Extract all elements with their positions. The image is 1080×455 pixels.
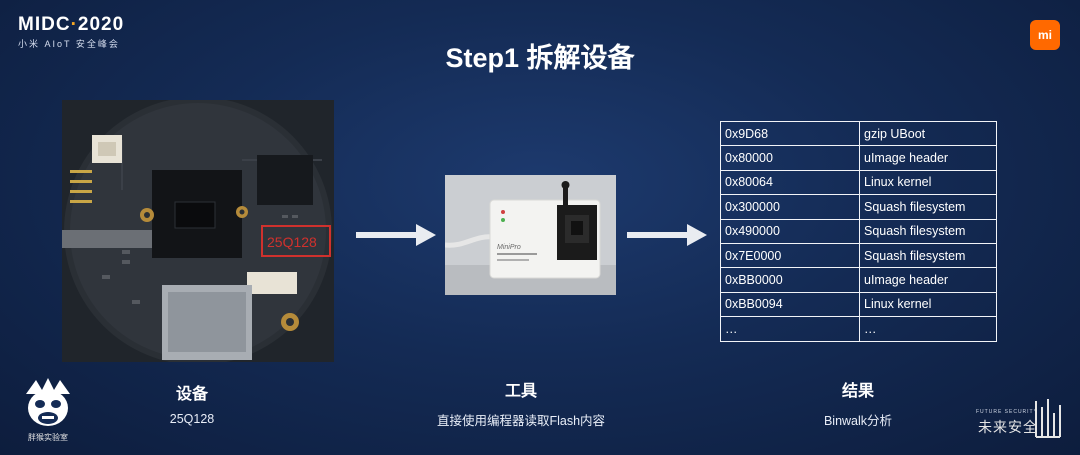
- description-cell: gzip UBoot: [859, 120, 997, 147]
- description-cell: Linux kernel: [859, 291, 997, 318]
- offset-cell: 0xBB0094: [720, 291, 860, 318]
- device-section-label: 设备: [175, 386, 208, 403]
- description-cell: Squash filesystem: [859, 242, 997, 269]
- monkey-face-icon: [26, 378, 70, 426]
- tool-caption: 直接使用编程器读取Flash内容: [436, 414, 606, 428]
- description-cell: Squash filesystem: [859, 194, 997, 220]
- programmer-photo: MiniPro: [445, 175, 616, 295]
- flash-chip-highlight: [261, 225, 331, 257]
- programmer-illustration: MiniPro: [445, 175, 616, 295]
- event-title-prefix: MIDC: [18, 14, 71, 35]
- device-photo: 25Q128: [62, 100, 334, 362]
- event-subtitle: 小米 AIoT 安全峰会: [18, 39, 120, 49]
- device-caption: 25Q128: [169, 412, 215, 426]
- event-logo: MIDC·2020 小米 AIoT 安全峰会: [18, 14, 138, 50]
- result-caption: Binwalk分析: [823, 414, 893, 428]
- slide-title: Step1 拆解设备: [445, 43, 635, 73]
- description-cell: Squash filesystem: [859, 218, 997, 244]
- lab-text: 未来安全: [978, 419, 1038, 435]
- description-cell: uImage header: [859, 145, 997, 171]
- offset-cell: 0x490000: [720, 218, 860, 244]
- offset-cell: 0x7E0000: [720, 242, 860, 269]
- flash-chip-label: 25Q128: [267, 234, 317, 250]
- description-cell: …: [859, 316, 997, 342]
- offset-cell: 0x80064: [720, 169, 860, 196]
- programmer-model-text: MiniPro: [497, 244, 521, 251]
- offset-cell: 0x300000: [720, 194, 860, 220]
- event-title: MIDC·2020: [18, 14, 124, 36]
- event-title-dot: ·: [70, 14, 78, 35]
- mascot-text: 胖猴实验室: [28, 433, 68, 442]
- mascot-logo: 胖猴实验室: [18, 376, 78, 442]
- offset-cell: 0x9D68: [720, 120, 860, 147]
- description-cell: uImage header: [859, 267, 997, 293]
- result-section-label: 结果: [841, 383, 874, 400]
- offset-cell: 0xBB0000: [720, 267, 860, 293]
- table-row: ……: [720, 316, 997, 342]
- pcb-illustration: 25Q128: [62, 100, 334, 362]
- arrow-right-icon: [627, 224, 707, 246]
- brand-logo-badge: mi: [1030, 20, 1060, 50]
- lab-mark-icon: [1035, 399, 1061, 438]
- offset-cell: 0x80000: [720, 145, 860, 171]
- offset-cell: …: [720, 316, 860, 342]
- description-cell: Linux kernel: [859, 169, 997, 196]
- arrow-right-icon: [356, 224, 436, 246]
- lab-tag: FUTURE SECURITY: [976, 409, 1038, 415]
- tool-section-label: 工具: [504, 383, 537, 400]
- event-title-year: 2020: [77, 14, 125, 35]
- lab-logo: FUTURE SECURITY 未来安全: [976, 397, 1062, 441]
